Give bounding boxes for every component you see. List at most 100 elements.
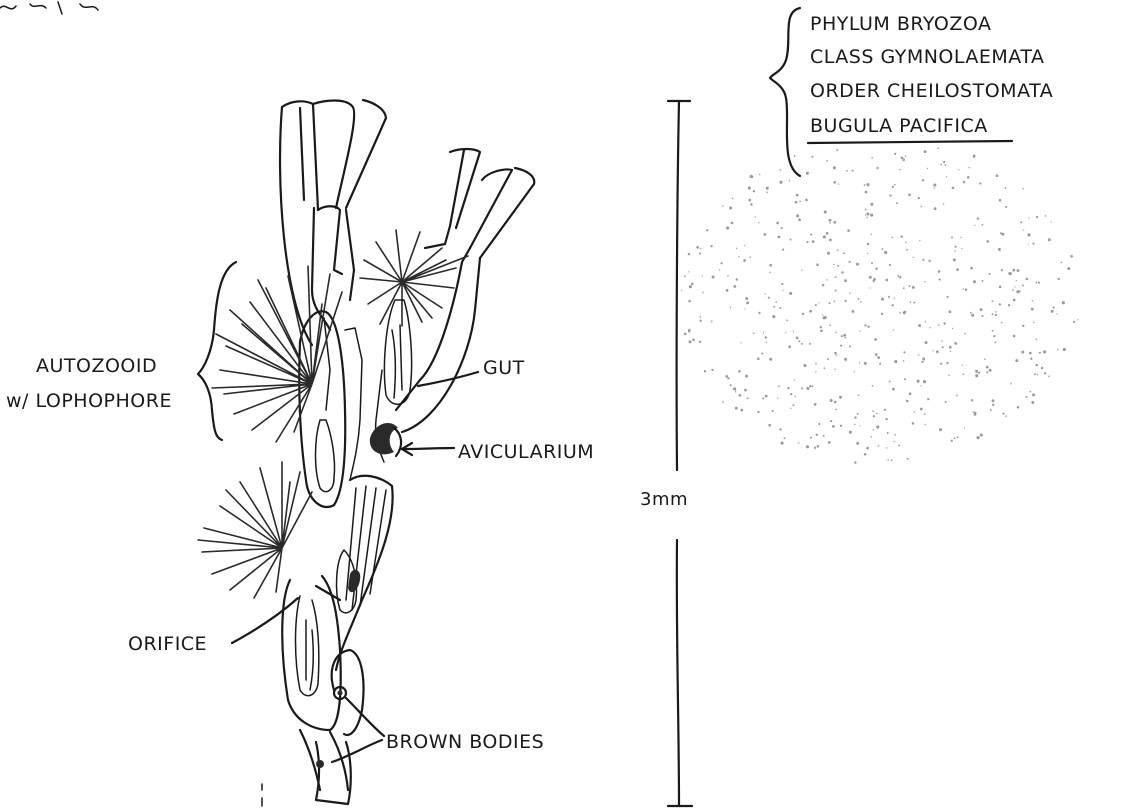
stipple-dot	[826, 279, 828, 281]
stipple-dot	[892, 237, 894, 239]
stipple-dot	[796, 214, 799, 217]
stipple-dot	[835, 409, 837, 411]
stipple-dot	[988, 273, 990, 275]
stipple-dot	[712, 276, 715, 279]
stipple-dot	[845, 337, 846, 338]
stipple-dot	[996, 174, 999, 177]
stipple-dot	[732, 198, 734, 200]
stipple-dot	[738, 370, 741, 373]
stipple-dot	[894, 153, 896, 155]
stipple-dot	[1051, 221, 1052, 222]
stipple-dot	[775, 301, 777, 303]
stipple-dot	[782, 290, 783, 291]
stipple-dot	[738, 256, 739, 257]
stipple-dot	[1002, 413, 1004, 415]
stipple-dot	[688, 300, 691, 303]
stipple-dot	[954, 250, 956, 252]
stipple-dot	[830, 420, 832, 422]
stipple-dot	[1022, 285, 1024, 287]
stipple-dot	[1028, 244, 1029, 245]
stipple-dot	[870, 203, 873, 206]
stipple-dot	[881, 298, 884, 301]
stipple-dot	[827, 252, 830, 255]
stipple-dot	[1015, 359, 1018, 362]
stipple-dot	[753, 190, 755, 192]
stipple-dot	[1019, 290, 1021, 292]
stipple-dot	[798, 442, 800, 444]
stipple-dot	[849, 261, 851, 263]
stipple-dot	[692, 339, 695, 342]
stipple-dot	[769, 264, 772, 267]
stipple-dot	[881, 248, 883, 250]
stipple-dot	[726, 226, 729, 229]
stipple-dot	[781, 227, 783, 229]
stipple-dot	[971, 314, 974, 317]
stipple-dot	[838, 183, 839, 184]
stipple-dot	[919, 240, 920, 241]
stipple-dot	[953, 258, 956, 261]
stipple-dot	[958, 169, 959, 170]
stipple-dot	[973, 280, 976, 283]
stipple-dot	[699, 341, 701, 343]
stipple-dot	[1033, 322, 1034, 323]
stipple-dot	[980, 308, 983, 311]
stipple-dot	[849, 345, 851, 347]
stipple-dot	[834, 301, 836, 303]
stipple-dot	[727, 275, 729, 277]
stipple-dot	[859, 362, 860, 363]
stipple-dot	[852, 170, 854, 172]
stipple-dot	[751, 176, 754, 179]
stipple-dot	[866, 183, 869, 186]
stipple-dot	[789, 292, 792, 295]
stipple-dot	[798, 340, 800, 342]
stipple-dot	[806, 387, 809, 390]
stipple-dot	[873, 278, 876, 281]
stipple-dot	[725, 375, 728, 378]
stipple-dot	[1057, 349, 1058, 350]
stipple-dot	[898, 444, 900, 446]
stipple-dot	[730, 307, 731, 308]
stipple-dot	[905, 241, 907, 243]
stipple-dot	[947, 296, 949, 298]
stipple-dot	[738, 394, 741, 397]
stipple-dot	[757, 358, 760, 361]
stipple-dot	[1031, 401, 1034, 404]
stipple-dot	[1030, 358, 1032, 360]
stipple-dot	[702, 292, 703, 293]
stipple-dot	[745, 297, 748, 300]
stipple-dot	[867, 253, 868, 254]
stipple-dot	[1001, 322, 1003, 324]
stipple-dot	[798, 218, 801, 221]
stipple-dot	[954, 342, 957, 345]
stipple-dot	[892, 304, 894, 306]
stipple-dot	[1039, 352, 1041, 354]
stipple-dot	[736, 248, 737, 249]
stipple-dot	[691, 283, 694, 286]
stipple-dot	[979, 182, 981, 184]
stipple-dot	[795, 201, 798, 204]
stipple-dot	[924, 413, 926, 415]
stipple-dot	[1035, 364, 1038, 367]
stipple-dot	[865, 208, 867, 210]
stipple-dot	[847, 229, 850, 232]
stipple-dot	[823, 367, 825, 369]
stipple-dot	[835, 276, 837, 278]
stipple-dot	[1037, 374, 1038, 375]
stipple-dot	[734, 285, 737, 288]
stipple-dot	[874, 338, 877, 341]
central-gut	[316, 420, 335, 492]
stipple-dot	[765, 395, 768, 398]
stipple-dot	[992, 399, 995, 402]
stipple-dot	[857, 413, 859, 415]
species-underline	[808, 141, 1012, 143]
stipple-dot	[689, 340, 692, 343]
stipple-dot	[891, 460, 893, 462]
stipple-dot	[765, 336, 767, 338]
stipple-dot	[992, 404, 994, 406]
stipple-dot	[944, 164, 946, 166]
stipple-dot	[833, 264, 834, 265]
stipple-dot	[867, 217, 868, 218]
stipple-dot	[897, 275, 899, 277]
stipple-dot	[766, 191, 768, 193]
stipple-dot	[864, 453, 867, 456]
